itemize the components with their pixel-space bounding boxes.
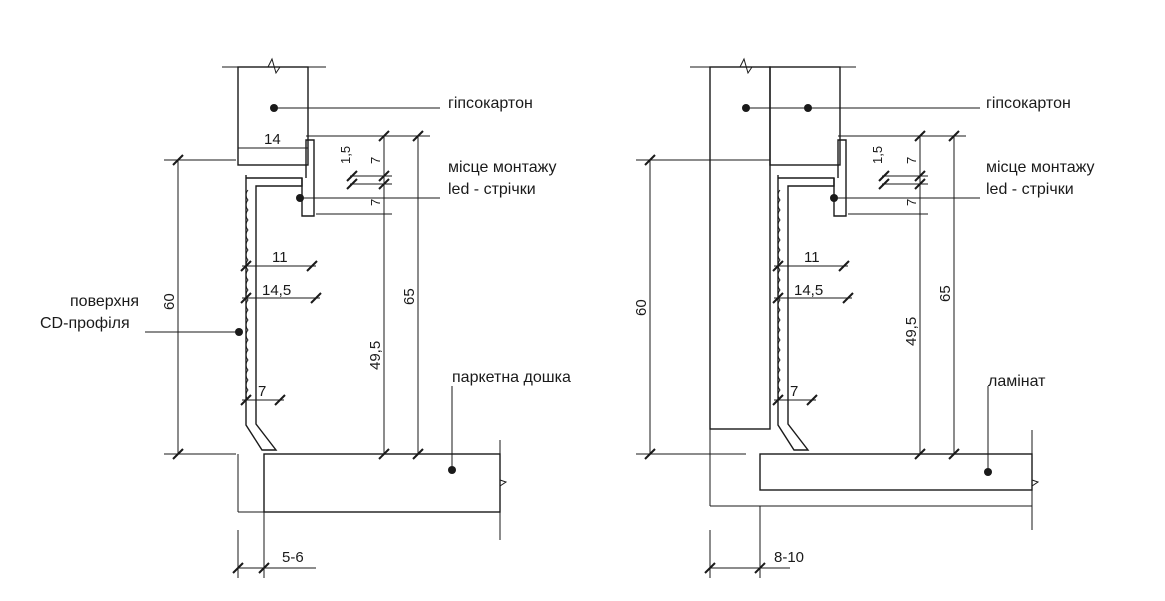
dim-65: 65: [401, 288, 418, 305]
dim-49-5: 49,5: [903, 317, 920, 346]
floor-label: ламінат: [988, 373, 1046, 390]
cd-label-line1: поверхня: [70, 293, 139, 310]
cd-label-line2: CD-профіля: [40, 315, 130, 332]
drywall-block: [769, 66, 841, 166]
dim-11: 11: [272, 249, 288, 266]
drywall-block: [237, 66, 309, 166]
break-line: [690, 57, 856, 75]
drywall-label: гіпсокартон: [448, 95, 533, 112]
dim-14-5: 14,5: [262, 282, 291, 299]
dim-7a: 7: [904, 157, 919, 164]
drywall-wall: [709, 66, 771, 430]
dim-60: 60: [633, 299, 650, 316]
break-line: [222, 57, 326, 75]
dim-7b: 7: [904, 199, 919, 206]
dim-gap: 5-6: [282, 549, 304, 566]
dim-gap: 8-10: [774, 549, 804, 566]
profile: [245, 175, 303, 451]
dim-11: 11: [804, 249, 820, 266]
floor-board: [263, 453, 501, 513]
dim-7c: 7: [258, 383, 266, 400]
dim-14: 14: [264, 131, 281, 148]
dim-1-5: 1,5: [870, 146, 885, 164]
dim-7c: 7: [790, 383, 798, 400]
floor-label: паркетна дошка: [452, 369, 571, 386]
dim-60: 60: [161, 293, 178, 310]
led-label-line2: led - стрічки: [448, 181, 536, 198]
led-label-line1: місце монтажу: [448, 159, 557, 176]
dim-65: 65: [937, 285, 954, 302]
dim-1-5: 1,5: [338, 146, 353, 164]
led-label-line2: led - стрічки: [986, 181, 1074, 198]
dim-14-5: 14,5: [794, 282, 823, 299]
dim-7b: 7: [368, 199, 383, 206]
dim-7a: 7: [368, 157, 383, 164]
left-detail: гіпсокартон місце монтажу led - стрічки …: [40, 57, 571, 578]
profile: [777, 175, 835, 451]
led-label-line1: місце монтажу: [986, 159, 1095, 176]
drywall-label: гіпсокартон: [986, 95, 1071, 112]
dim-49-5: 49,5: [367, 341, 384, 370]
right-detail: гіпсокартон місце монтажу led - стрічки …: [633, 57, 1095, 578]
